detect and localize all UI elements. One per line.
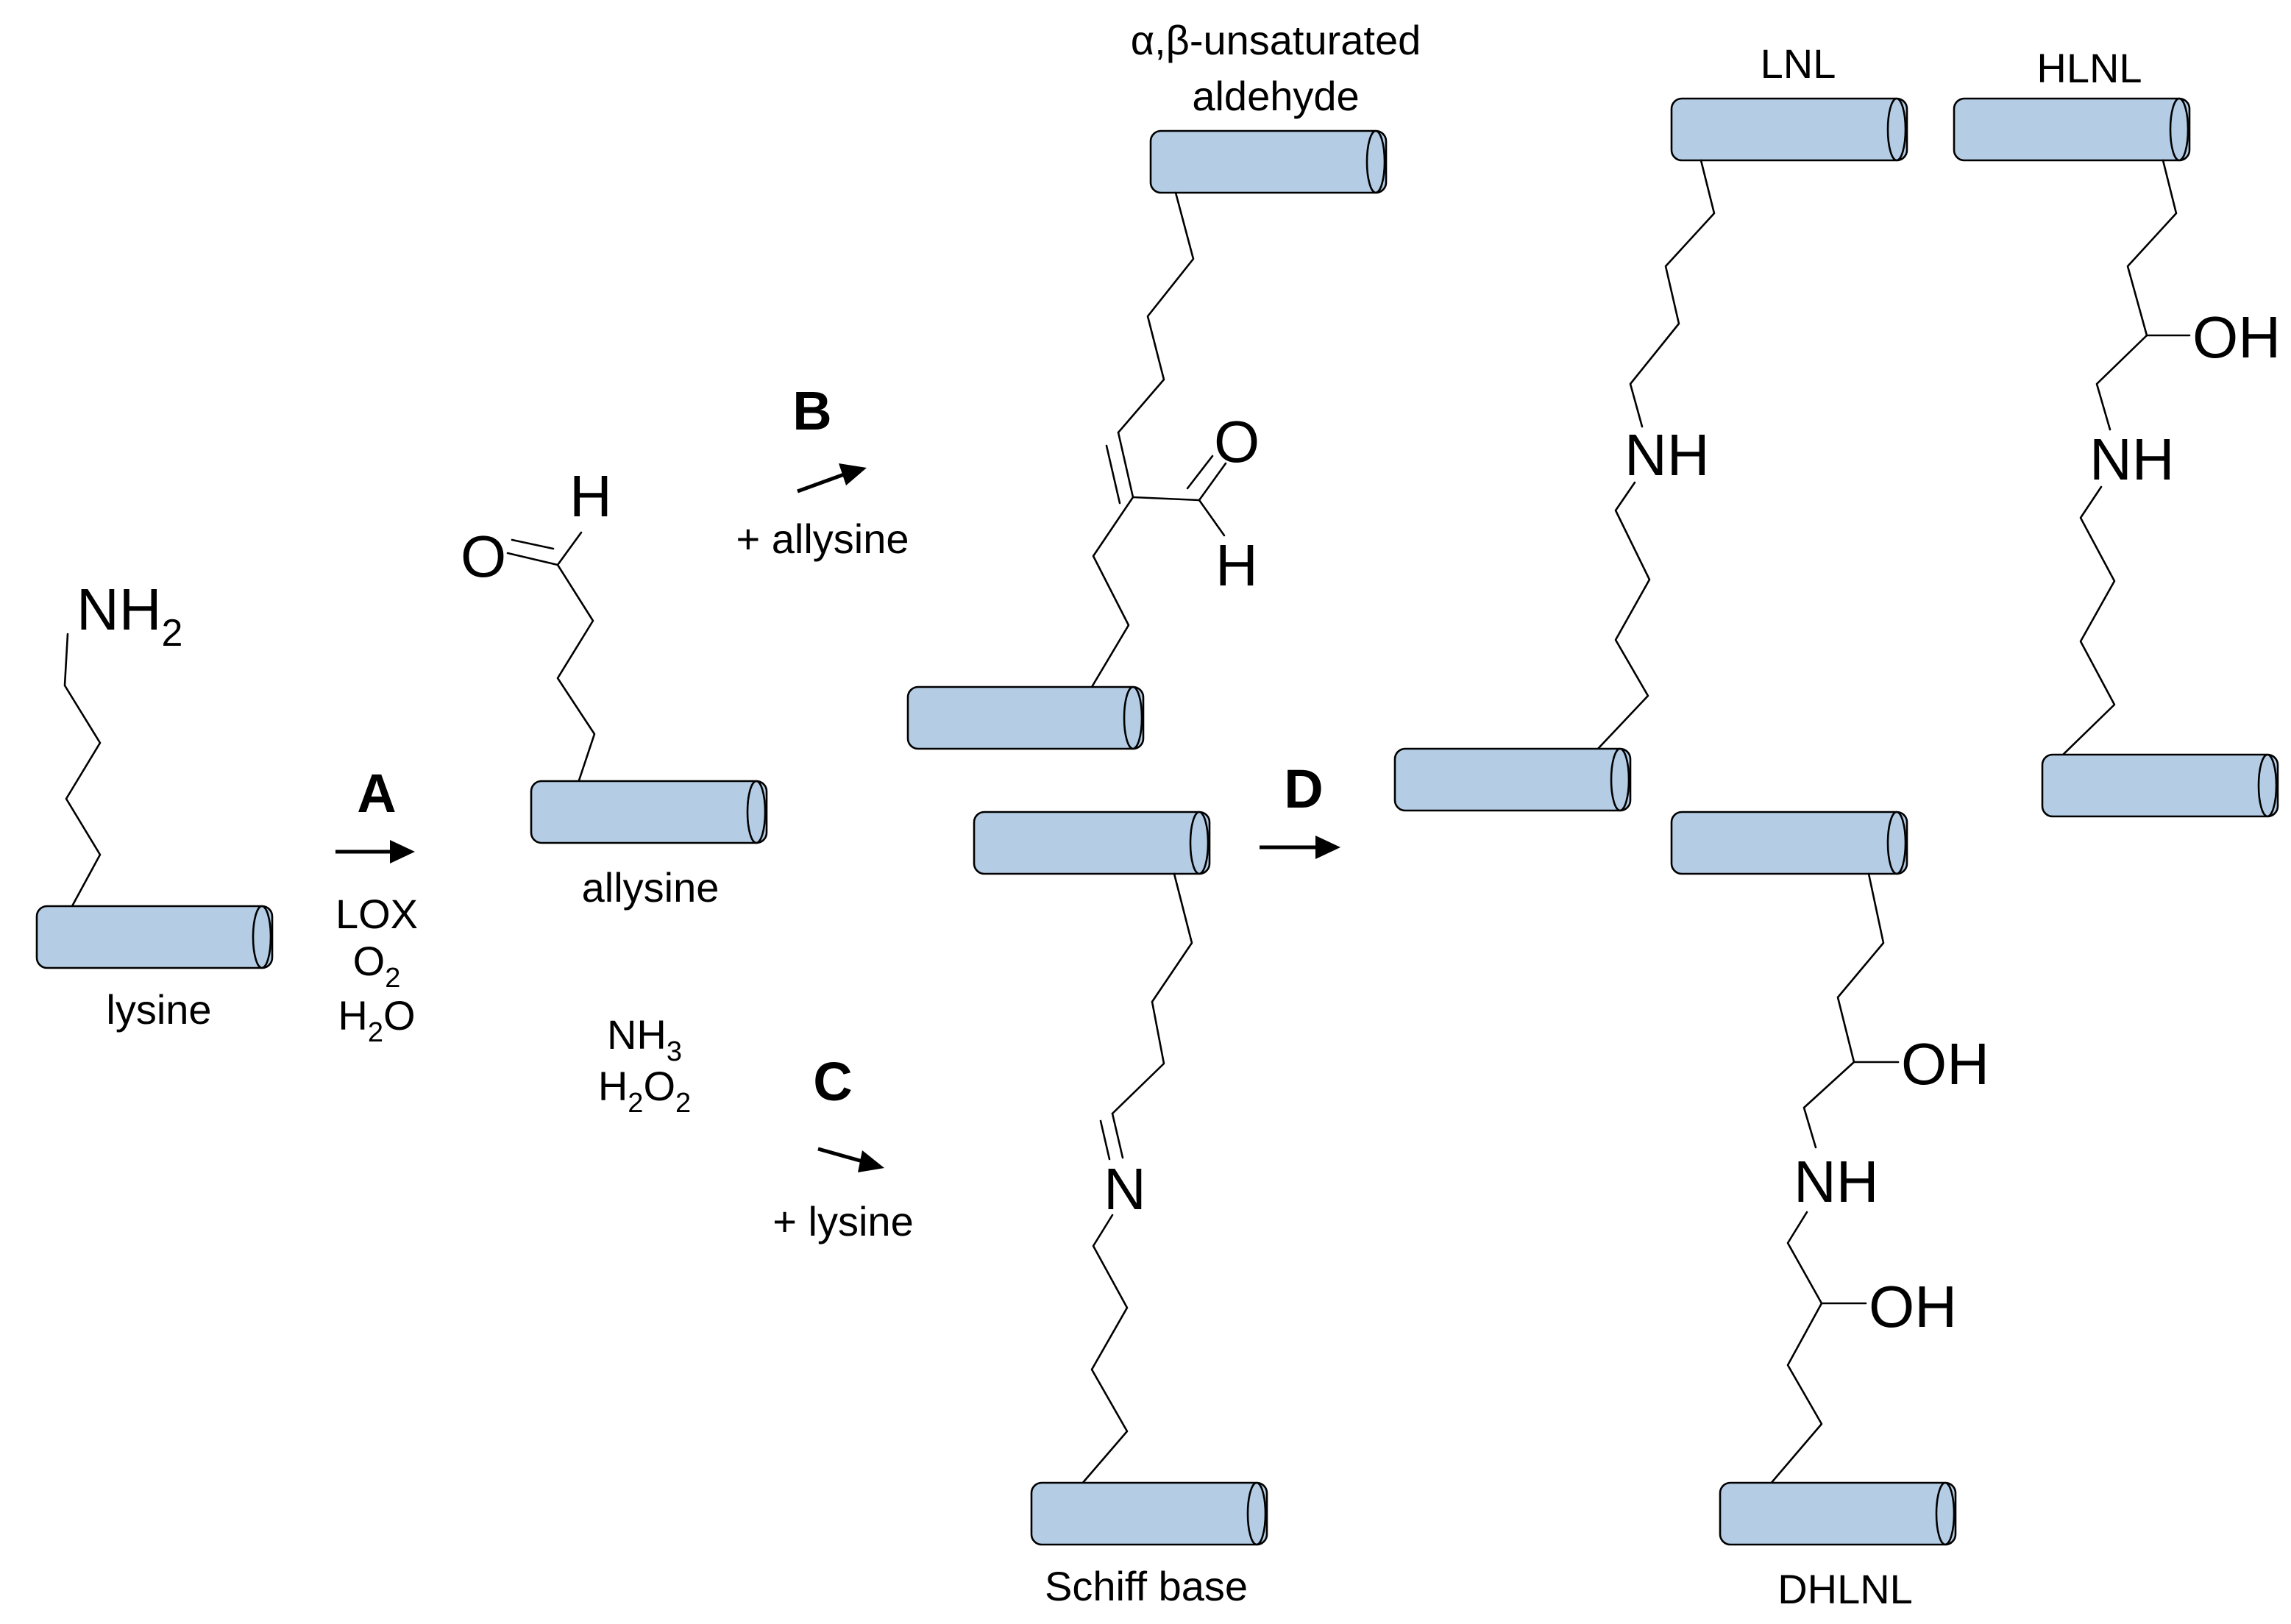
allysine-fibril bbox=[530, 780, 768, 844]
hlnl-bottom-fibril bbox=[2041, 753, 2279, 818]
allysine-chain bbox=[556, 563, 596, 784]
water-label: H2O bbox=[338, 992, 415, 1048]
byproducts: NH3 H2O2 bbox=[598, 1011, 691, 1119]
aldehyde-cc-double-bond-2 bbox=[1105, 444, 1121, 505]
allysine-ch-bond bbox=[556, 531, 583, 566]
aldehyde-cc-double-bond-1 bbox=[1117, 431, 1134, 499]
step-a: A LOX O2 H2O bbox=[335, 763, 418, 1048]
dhlnl-nh-label: NH bbox=[1794, 1149, 1879, 1214]
aldehyde-top-fibril bbox=[1149, 129, 1388, 194]
hlnl-mid-chain bbox=[2095, 334, 2148, 431]
hydrogen-peroxide-label: H2O2 bbox=[598, 1063, 691, 1119]
hlnl-upper-chain bbox=[2126, 159, 2178, 337]
aldehyde-c-cho-bond bbox=[1132, 496, 1201, 502]
schiff-base-label: Schiff base bbox=[1045, 1563, 1248, 1609]
dhlnl-hydroxyl-label-1: OH bbox=[1901, 1031, 1989, 1097]
hlnl-label: HLNL bbox=[2036, 45, 2142, 91]
hlnl-top-fibril bbox=[1953, 97, 2191, 162]
hlnl-lower-chain bbox=[2059, 485, 2116, 759]
hlnl-nh-label: NH bbox=[2089, 427, 2175, 492]
lnl-nh-label: NH bbox=[1624, 422, 1710, 488]
schiff-upper-chain bbox=[1111, 872, 1193, 1115]
dhlnl-bottom-fibril bbox=[1719, 1481, 1957, 1546]
lnl-top-fibril bbox=[1670, 97, 1908, 162]
schiff-nitrogen-label: N bbox=[1104, 1156, 1146, 1222]
step-b-arrowhead-icon bbox=[839, 463, 867, 485]
dhlnl-lower-chain bbox=[1769, 1302, 1823, 1486]
step-b-reagent: + allysine bbox=[736, 516, 909, 562]
allysine-co-double-bond-2 bbox=[511, 538, 555, 550]
dhlnl-upper-chain bbox=[1836, 872, 1885, 1064]
lnl-upper-chain bbox=[1629, 159, 1716, 428]
aldehyde-ch-bond bbox=[1198, 499, 1226, 537]
allysine-label: allysine bbox=[582, 864, 720, 911]
lnl-label: LNL bbox=[1761, 40, 1836, 87]
aldehyde-upper-chain bbox=[1117, 191, 1195, 434]
schiff-cn-double-bond-2 bbox=[1099, 1119, 1111, 1161]
step-c-arrowhead-icon bbox=[858, 1150, 884, 1172]
step-a-letter: A bbox=[357, 763, 396, 824]
ammonia-label: NH3 bbox=[607, 1011, 682, 1067]
step-c-arrow bbox=[817, 1147, 866, 1164]
unsaturated-aldehyde-structure: α,β-unsaturated aldehyde O H bbox=[906, 17, 1421, 750]
lox-label: LOX bbox=[335, 891, 418, 937]
allysine-oxygen-label: O bbox=[461, 524, 506, 589]
schiff-lower-chain bbox=[1080, 1214, 1129, 1486]
dhlnl-hydroxyl-label-2: OH bbox=[1869, 1274, 1957, 1339]
step-a-arrowhead-icon bbox=[390, 840, 415, 863]
step-b-arrow bbox=[797, 471, 847, 494]
lnl-bottom-fibril bbox=[1393, 747, 1632, 812]
dhlnl-structure: OH NH OH DHLNL bbox=[1670, 811, 1989, 1612]
step-c: C + lysine bbox=[772, 1051, 913, 1244]
schiff-top-fibril bbox=[973, 811, 1211, 875]
aldehyde-label-line2: aldehyde bbox=[1192, 73, 1359, 119]
aldehyde-lower-chain bbox=[1090, 496, 1134, 688]
step-d-letter: D bbox=[1284, 758, 1323, 819]
oxygen-label: O2 bbox=[353, 938, 401, 994]
lysine-chain bbox=[63, 633, 102, 908]
dhlnl-mid-chain-2 bbox=[1786, 1211, 1823, 1305]
aldehyde-co-double-bond-2 bbox=[1186, 455, 1214, 490]
amine-group-label: NH2 bbox=[77, 577, 182, 655]
dhlnl-label: DHLNL bbox=[1777, 1566, 1913, 1612]
schiff-cn-double-bond-1 bbox=[1111, 1112, 1124, 1159]
schiff-base-structure: N Schiff base bbox=[973, 811, 1268, 1609]
aldehyde-hydrogen-label: H bbox=[1215, 533, 1258, 598]
step-b-letter: B bbox=[792, 380, 831, 441]
aldehyde-label-line1: α,β-unsaturated bbox=[1131, 17, 1421, 63]
lysine-structure: NH2 lysine bbox=[35, 577, 274, 1033]
lnl-structure: LNL NH bbox=[1393, 40, 1908, 812]
hlnl-hydroxyl-label: OH bbox=[2192, 304, 2281, 370]
hlnl-structure: HLNL OH NH bbox=[1953, 45, 2281, 818]
schiff-bottom-fibril bbox=[1030, 1481, 1268, 1546]
step-c-reagent: + lysine bbox=[772, 1198, 913, 1244]
allysine-hydrogen-label: H bbox=[569, 463, 612, 529]
allysine-structure: O H allysine bbox=[461, 463, 768, 911]
step-d: D bbox=[1260, 758, 1340, 859]
aldehyde-oxygen-label: O bbox=[1214, 409, 1260, 474]
step-d-arrowhead-icon bbox=[1315, 836, 1340, 859]
aldehyde-co-double-bond-1 bbox=[1198, 462, 1227, 502]
aldehyde-bottom-fibril bbox=[906, 685, 1145, 750]
allysine-co-double-bond-1 bbox=[506, 552, 559, 566]
dhlnl-mid-chain-1 bbox=[1802, 1061, 1855, 1149]
lysine-fibril bbox=[35, 905, 274, 969]
dhlnl-top-fibril bbox=[1670, 811, 1908, 875]
lysine-label: lysine bbox=[106, 986, 211, 1033]
step-b: B + allysine bbox=[736, 380, 909, 562]
lnl-lower-chain bbox=[1596, 481, 1651, 750]
step-c-letter: C bbox=[813, 1051, 852, 1112]
